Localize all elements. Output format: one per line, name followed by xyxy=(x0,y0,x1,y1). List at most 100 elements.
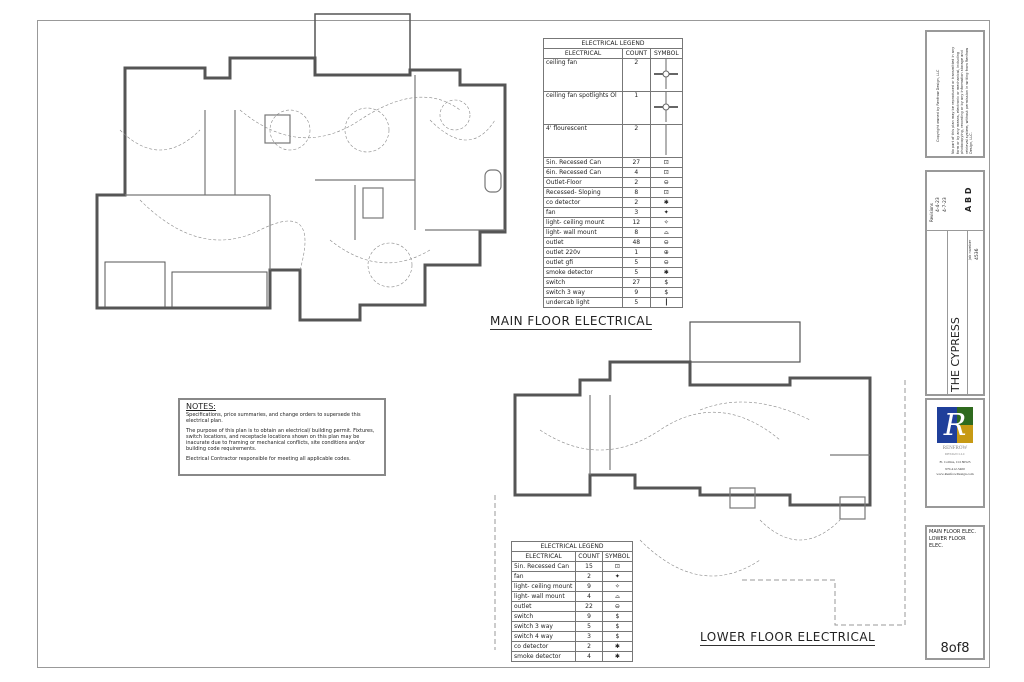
lower-floor-site xyxy=(494,380,906,650)
legend-count: 27 xyxy=(622,277,651,288)
job-number: 4536 xyxy=(975,248,980,260)
legend-item: outlet gfi xyxy=(543,257,623,268)
sheet-info-box: MAIN FLOOR ELEC. LOWER FLOOR ELEC. 8of8 xyxy=(925,525,985,660)
legend-item: ceiling fan spotlights Ol xyxy=(543,91,623,125)
note-1: Specifications, price summaries, and cha… xyxy=(186,412,361,424)
lower-electrical-legend: ELECTRICAL LEGEND ELECTRICAL COUNT SYMBO… xyxy=(510,541,634,662)
legend-item: co detector xyxy=(510,641,577,652)
lower-floor-wiring xyxy=(539,401,841,577)
lower-floor-interior xyxy=(589,395,870,520)
sheet-border xyxy=(37,20,990,668)
legend-count: 9 xyxy=(575,611,603,622)
legend-symbol: ✦ xyxy=(601,571,634,582)
legend-symbol: $ xyxy=(601,611,634,622)
legend-title: ELECTRICAL LEGEND xyxy=(511,541,633,552)
main-floor-wiring xyxy=(119,96,496,288)
legend-item: switch xyxy=(543,277,623,288)
lower-floor-label: LOWER FLOOR ELECTRICAL xyxy=(700,630,876,646)
ceiling-fan-icon xyxy=(649,58,684,92)
legend-item: fan xyxy=(543,207,623,218)
fluorescent-icon xyxy=(649,124,684,158)
legend-symbol: ⊡ xyxy=(649,187,684,198)
legend-item: light- wall mount xyxy=(543,227,623,238)
legend-count: 48 xyxy=(622,237,651,248)
legend-symbol: ⊡ xyxy=(649,167,684,178)
legend-item: 4' flourescent xyxy=(543,124,623,158)
legend-item: outlet xyxy=(543,237,623,248)
legend-count: 4 xyxy=(575,651,603,662)
sheet-content-2: LOWER FLOOR ELEC. xyxy=(929,536,966,549)
job-number-label: Job number xyxy=(968,239,972,260)
col-count: COUNT xyxy=(622,48,651,59)
legend-count: 1 xyxy=(622,247,651,258)
legend-count: 27 xyxy=(622,157,651,168)
legend-count: 3 xyxy=(622,207,651,218)
sheet-content-1: MAIN FLOOR ELEC. xyxy=(929,529,977,535)
copyright-owner: Copyright owned by Renfrow Design, LLC xyxy=(936,69,940,142)
legend-symbol: ✱ xyxy=(601,651,634,662)
col-symbol: SYMBOL xyxy=(649,48,684,59)
note-3: Electrical Contractor responsible for me… xyxy=(186,456,351,462)
sheet-number: 8of8 xyxy=(940,641,970,656)
legend-item: light- wall mount xyxy=(510,591,577,602)
col-count: COUNT xyxy=(575,551,603,562)
svg-text:R: R xyxy=(943,408,967,443)
legend-symbol: $ xyxy=(601,631,634,642)
legend-item: 5in. Recessed Can xyxy=(510,561,577,572)
company-sub: DESIGN LLC xyxy=(944,452,966,456)
legend-item: outlet xyxy=(510,601,577,612)
company-city: Ft. Collins, CO 80525 xyxy=(939,460,971,465)
legend-item: switch 4 way xyxy=(510,631,577,642)
legend-item: smoke detector xyxy=(510,651,577,662)
legend-count: 2 xyxy=(622,58,651,92)
project-title: THE CYPRESS xyxy=(949,317,962,392)
main-electrical-legend: ELECTRICAL LEGEND ELECTRICAL COUNT SYMBO… xyxy=(543,38,684,308)
legend-count: 1 xyxy=(622,91,651,125)
legend-count: 2 xyxy=(622,177,651,188)
legend-symbol: ✱ xyxy=(649,197,684,208)
company-box: R RENFROW DESIGN LLC Ft. Collins, CO 805… xyxy=(925,398,985,508)
copyright-box: No part of this plan may be reproduced o… xyxy=(925,30,985,158)
legend-count: 5 xyxy=(622,297,651,308)
revision-1: 4-4-23 xyxy=(936,197,941,212)
legend-count: 5 xyxy=(575,621,603,632)
legend-count: 9 xyxy=(575,581,603,592)
revisions-label: Revisions xyxy=(929,203,934,222)
legend-count: 8 xyxy=(622,187,651,198)
legend-item: Recessed- Sloping xyxy=(543,187,623,198)
legend-count: 5 xyxy=(622,257,651,268)
note-2: The purpose of this plan is to obtain an… xyxy=(186,428,375,452)
sheet-marks: A B D xyxy=(964,187,973,213)
notes-title: NOTES: xyxy=(186,402,216,411)
legend-item: 5in. Recessed Can xyxy=(543,157,623,168)
legend-item: co detector xyxy=(543,197,623,208)
company-phone: 970-412-5400 xyxy=(945,467,965,472)
legend-item: switch 3 way xyxy=(543,287,623,298)
legend-item: light- ceiling mount xyxy=(510,581,577,592)
legend-item: switch xyxy=(510,611,577,622)
legend-count: 9 xyxy=(622,287,651,298)
legend-item: switch 3 way xyxy=(510,621,577,632)
legend-count: 12 xyxy=(622,217,651,228)
notes-box: NOTES: Specifications, price summaries, … xyxy=(178,398,386,476)
legend-symbol: ⌓ xyxy=(649,227,684,238)
legend-item: Outlet-Floor xyxy=(543,177,623,188)
legend-item: light- ceiling mount xyxy=(543,217,623,228)
legend-symbol: ✧ xyxy=(601,581,634,592)
legend-count: 5 xyxy=(622,267,651,278)
